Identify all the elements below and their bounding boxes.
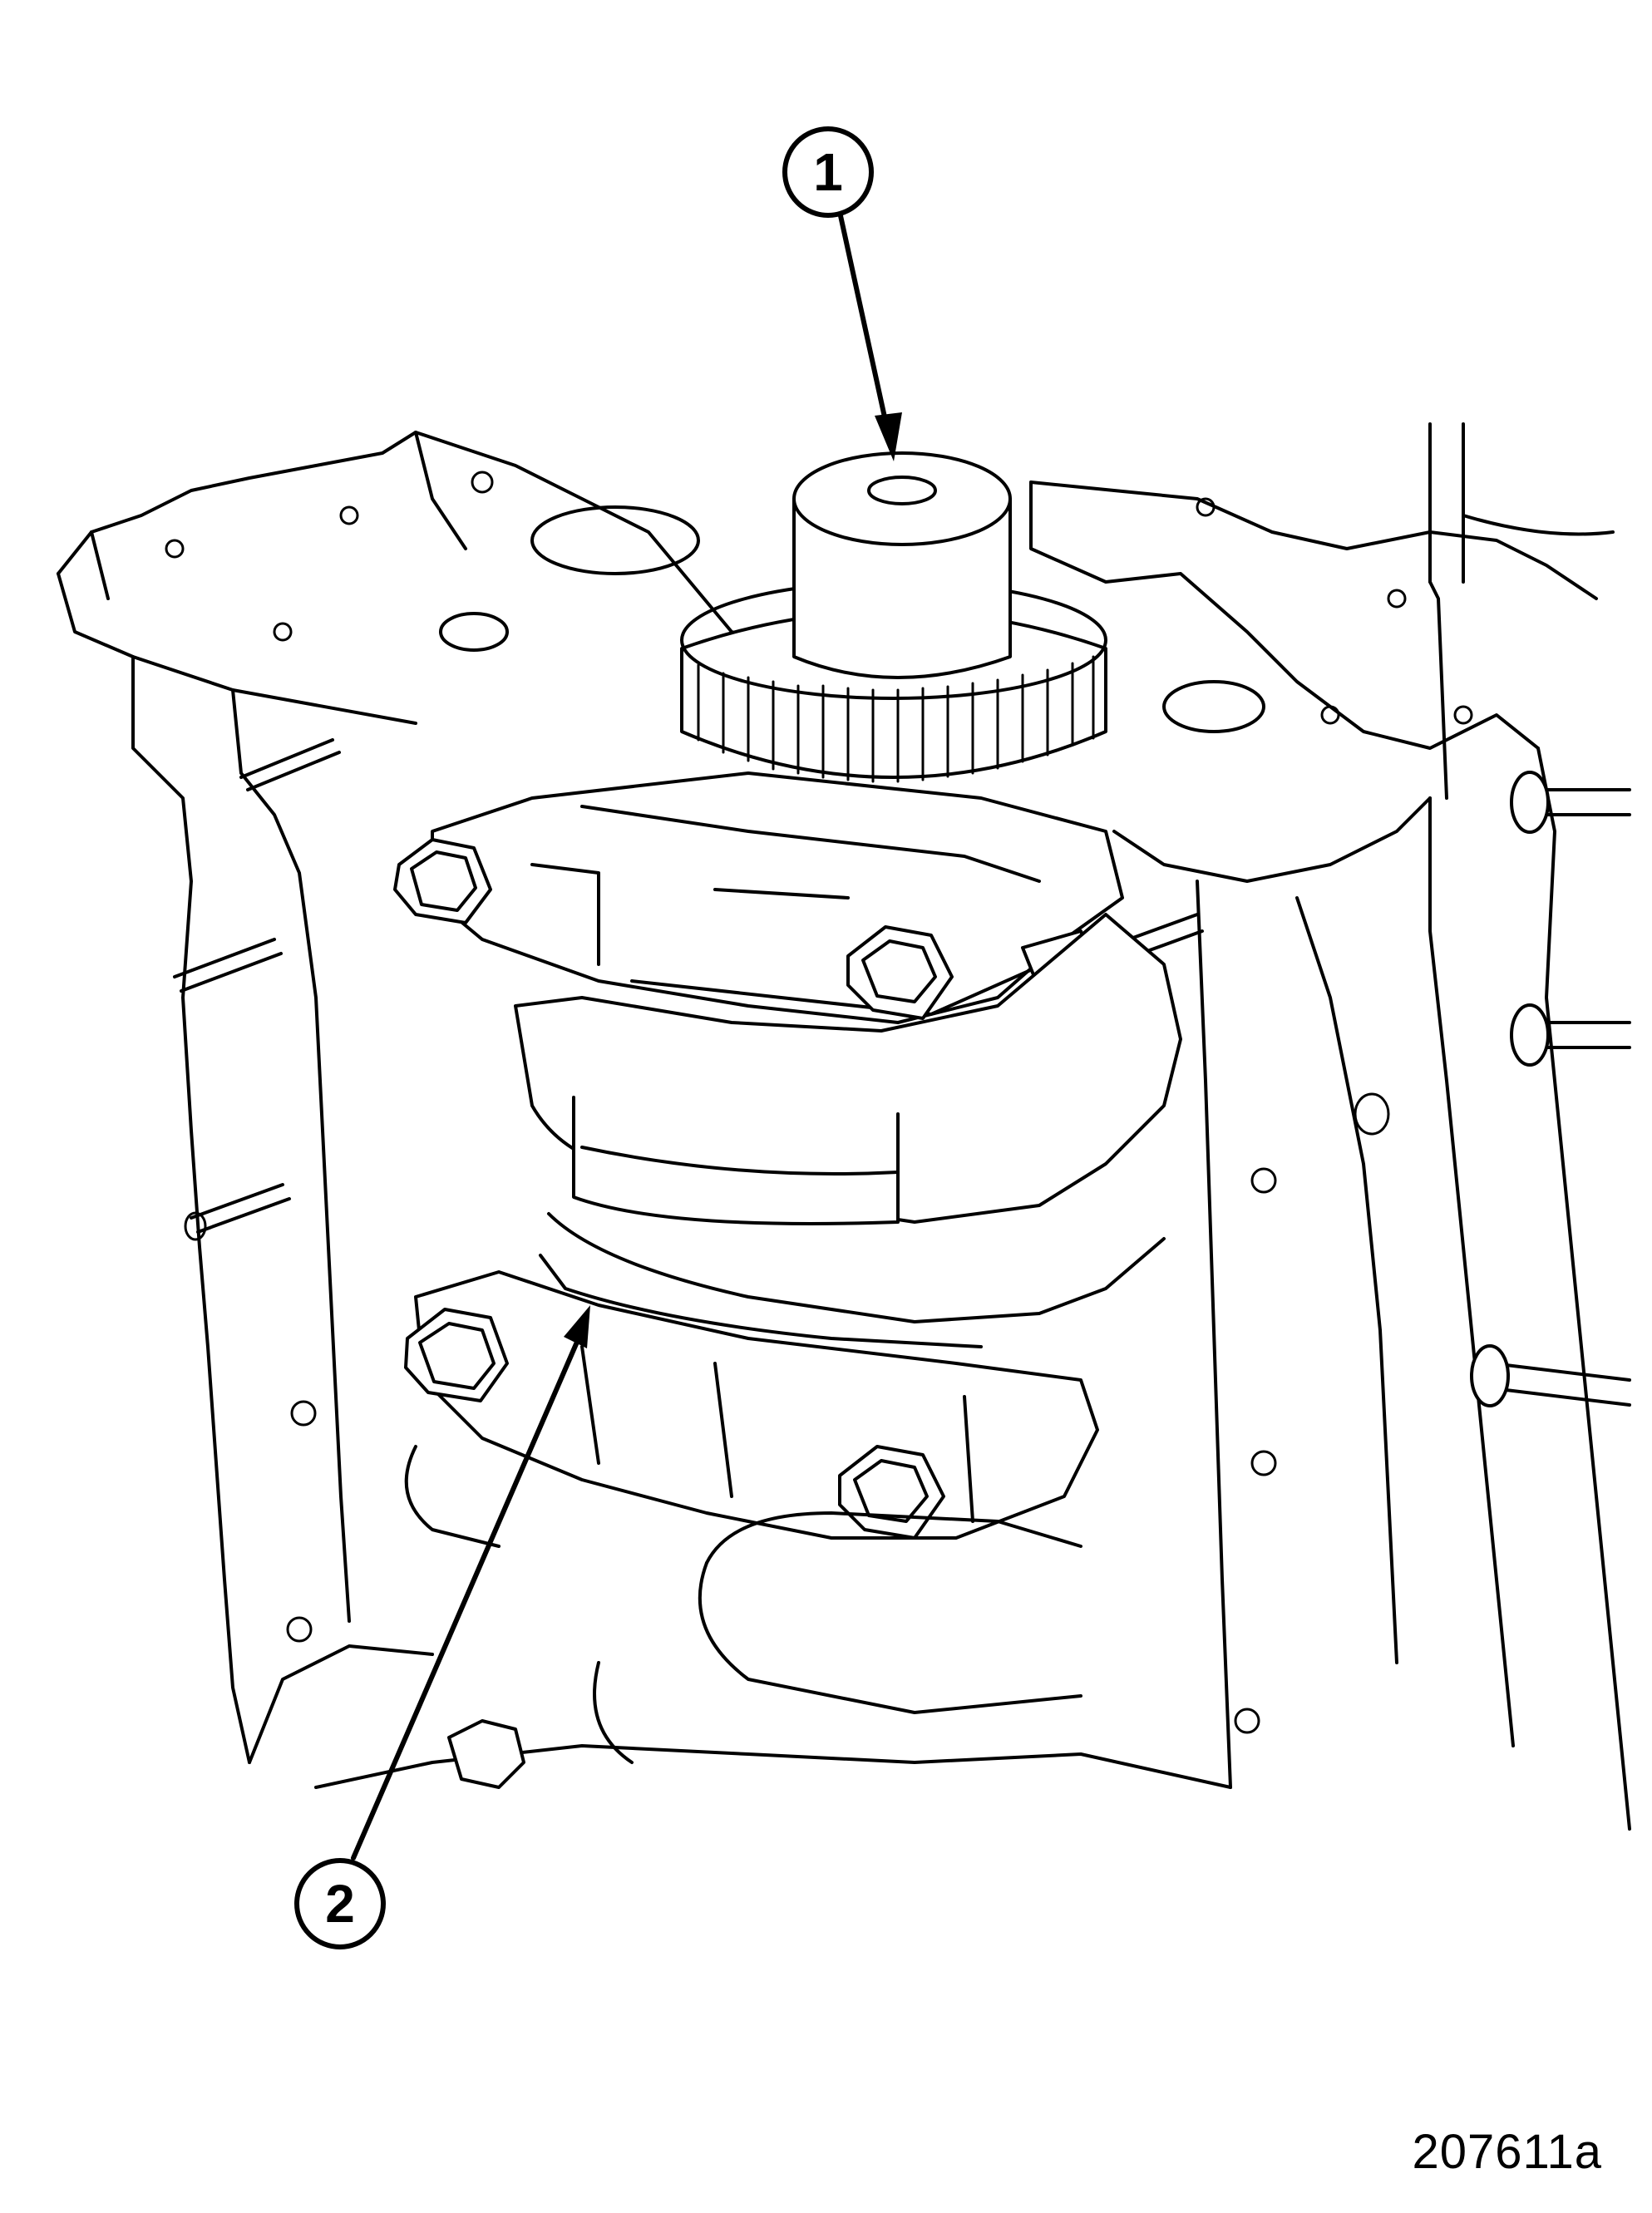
callout-2: 2 [294,1858,386,1949]
right-side-rods [1428,422,1631,1407]
callout-2-label: 2 [325,1874,355,1934]
leader-line-1 [837,209,902,461]
leader-line-2 [351,1305,590,1861]
bolt-head-upper-left [393,838,492,924]
figure-id: 207611a [1412,2125,1602,2179]
callout-1: 1 [782,126,874,218]
lower-crank-area [286,1092,1390,1789]
bolt-head-lower-left [404,1308,509,1402]
installer-tool [792,451,1012,679]
bolt-head-upper-right [846,925,954,1020]
callout-1-label: 1 [813,142,843,202]
block-studs [173,738,341,1241]
engine-block-casting [57,431,1631,1831]
crankshaft-journal [514,913,1182,1348]
